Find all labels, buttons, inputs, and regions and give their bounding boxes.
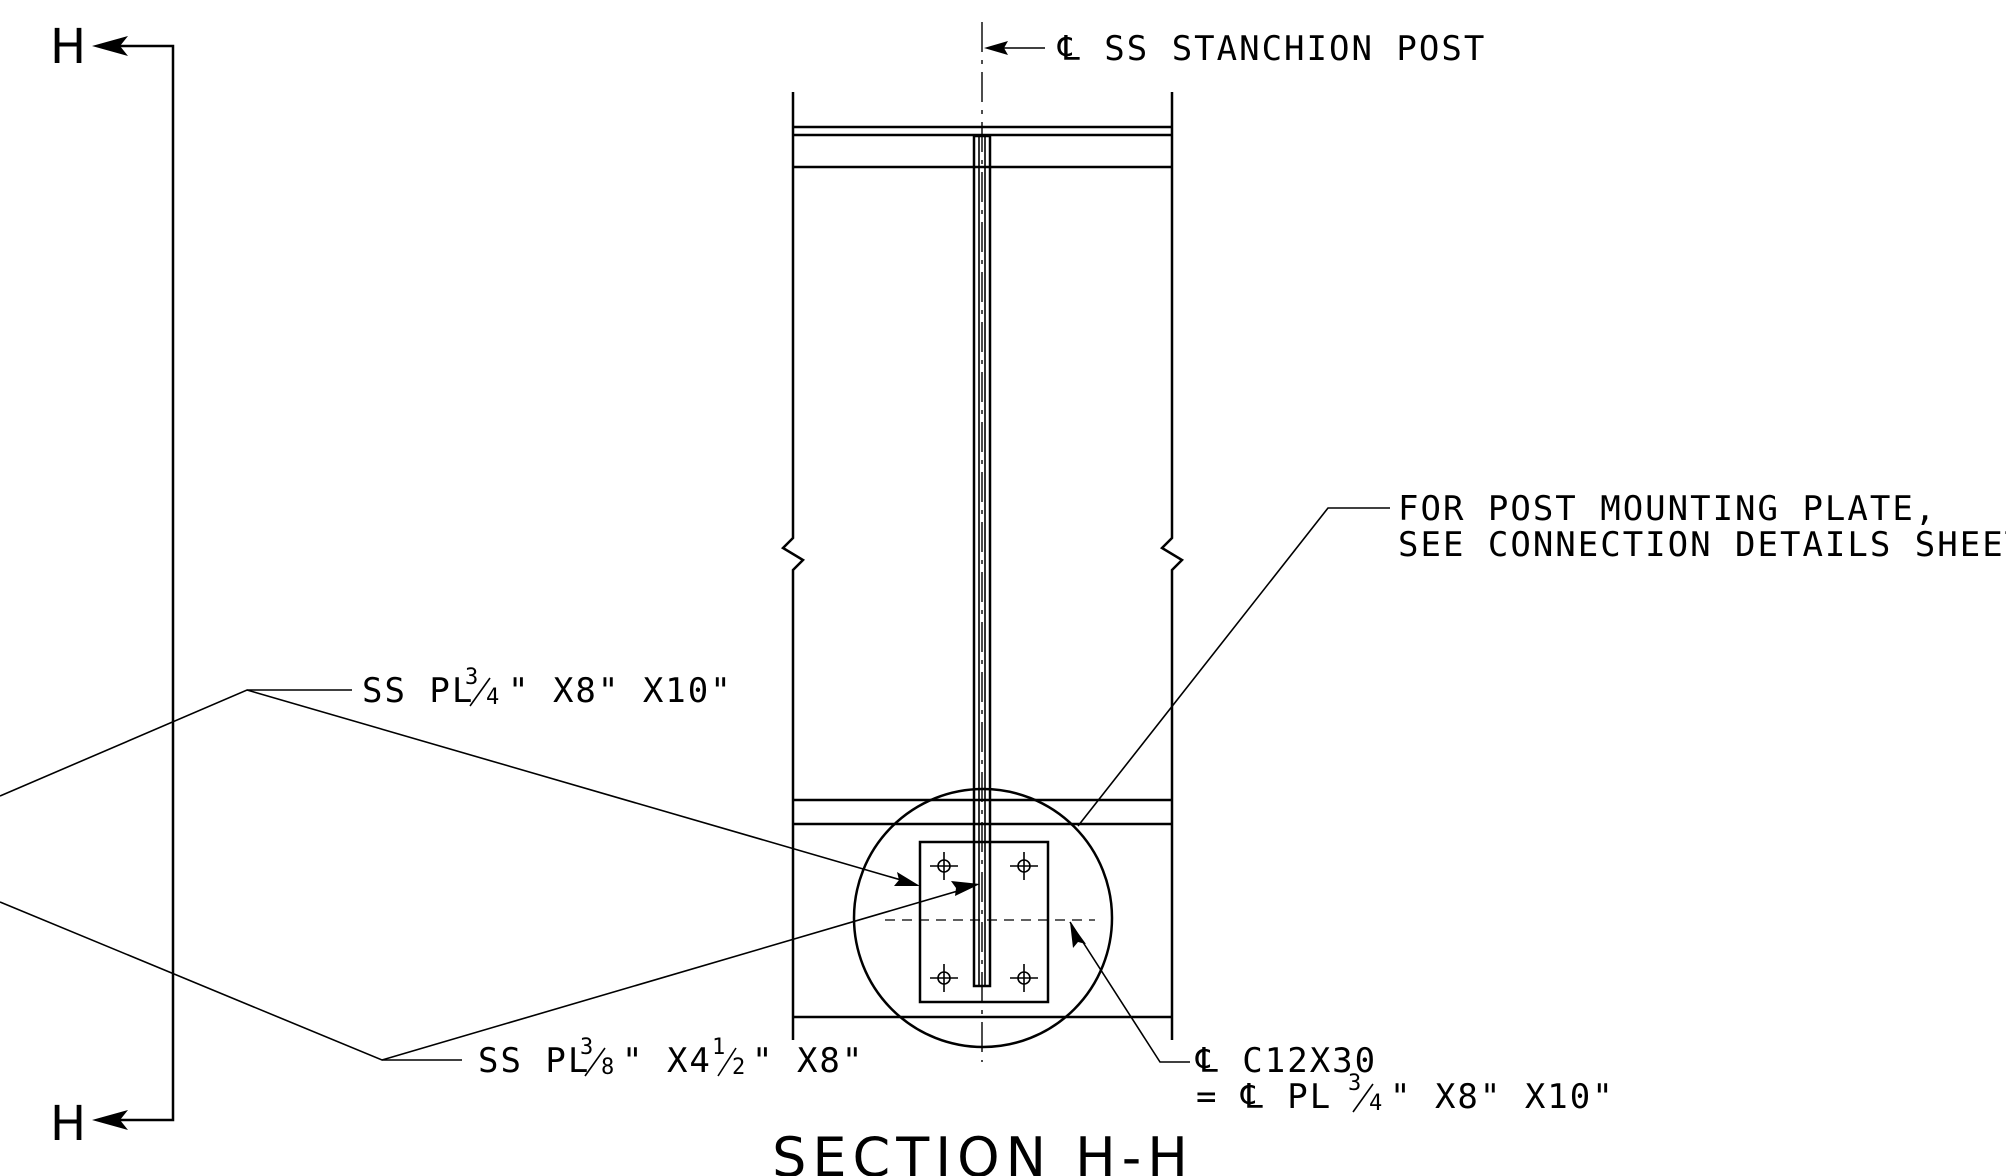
plate-upper-label: SS PL 3 4 " X8" X10" — [362, 665, 733, 711]
bolt-holes — [930, 852, 1038, 992]
svg-text:" X8": " X8" — [752, 1041, 864, 1081]
plate-upper-leader — [0, 689, 920, 886]
svg-text:8: 8 — [601, 1055, 614, 1080]
mounting-plate — [918, 840, 1050, 1004]
detail-circle — [852, 787, 1114, 1049]
svg-text:2: 2 — [732, 1055, 745, 1080]
section-marker-top: H — [50, 19, 89, 75]
svg-text:4: 4 — [1369, 1091, 1382, 1116]
section-arrow-top-icon — [92, 36, 128, 56]
channel-label-line2: = ℄ PL 3 4 " X8" X10" — [1196, 1071, 1615, 1117]
svg-text:SS PL: SS PL — [478, 1041, 590, 1081]
channel-label-line1: ℄ C12X30 — [1195, 1041, 1377, 1081]
centerline-post-label: ℄ SS STANCHION POST — [1057, 29, 1486, 69]
mounting-plate-note-line1: FOR POST MOUNTING PLATE, — [1398, 489, 1937, 529]
channel-leader — [1069, 921, 1190, 1063]
bolt-hole-icon — [1010, 852, 1038, 880]
plate-lower-leader — [0, 881, 980, 1061]
section-title: SECTION H-H — [772, 1126, 1194, 1176]
bolt-hole-icon — [1010, 964, 1038, 992]
svg-text:" X4: " X4 — [622, 1041, 712, 1081]
section-marker-bottom: H — [50, 1096, 89, 1152]
centerline-leader — [984, 41, 1045, 55]
girder-outline — [780, 92, 1185, 1040]
mounting-plate-note-line2: SEE CONNECTION DETAILS SHEET — [1398, 525, 2006, 565]
svg-text:3: 3 — [580, 1035, 593, 1060]
svg-text:SS PL: SS PL — [362, 671, 474, 711]
svg-text:3: 3 — [465, 665, 478, 690]
stanchion-post — [972, 134, 992, 988]
bottom-channel — [793, 798, 1172, 1019]
bolt-hole-icon — [930, 852, 958, 880]
svg-text:= ℄ PL: = ℄ PL — [1196, 1077, 1332, 1117]
section-arrow-bottom-icon — [92, 1110, 128, 1130]
svg-text:4: 4 — [486, 685, 499, 710]
section-cut-line: H H — [50, 19, 175, 1152]
mounting-plate-leader — [1077, 507, 1390, 827]
bolt-hole-icon — [930, 964, 958, 992]
plate-lower-label: SS PL 3 8 " X4 1 2 " X8" — [478, 1035, 864, 1081]
svg-text:1: 1 — [712, 1035, 725, 1060]
svg-text:" X8" X10": " X8" X10" — [1390, 1077, 1615, 1117]
svg-text:" X8" X10": " X8" X10" — [508, 671, 733, 711]
svg-text:3: 3 — [1348, 1071, 1361, 1096]
